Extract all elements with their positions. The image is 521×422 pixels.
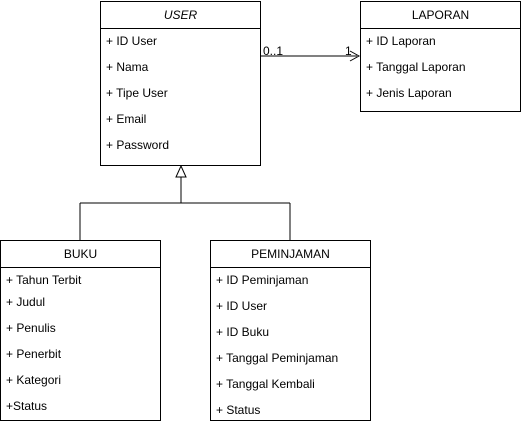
class-laporan-attribute: + Jenis Laporan: [366, 86, 452, 100]
class-user-attribute: + Nama: [106, 60, 149, 74]
class-buku-attribute: + Penerbit: [6, 347, 62, 361]
class-peminjaman-title: PEMINJAMAN: [211, 241, 370, 268]
multiplicity-source: 0..1: [263, 44, 284, 58]
class-peminjaman-attribute: + ID Buku: [216, 325, 270, 339]
class-user-attribute: + Password: [106, 138, 170, 152]
generalization-triangle: [175, 164, 187, 178]
class-laporan-attribute: + ID Laporan: [366, 34, 436, 48]
class-buku-attribute: + Tahun Terbit: [6, 273, 82, 287]
class-user-attribute: + ID User: [106, 34, 158, 48]
class-buku-attribute: + Penulis: [6, 321, 56, 335]
class-peminjaman-attribute: + Tanggal Peminjaman: [216, 351, 339, 365]
class-laporan-title: LAPORAN: [361, 2, 520, 29]
class-laporan[interactable]: LAPORAN + ID Laporan + Tanggal Laporan +…: [360, 1, 521, 112]
multiplicity-target: 1: [345, 44, 352, 58]
class-peminjaman[interactable]: PEMINJAMAN + ID Peminjaman + ID User + I…: [210, 240, 371, 421]
association-arrowhead: [349, 50, 361, 62]
class-user[interactable]: USER + ID User + Nama + Tipe User + Emai…: [100, 1, 261, 166]
class-user-attribute: + Email: [106, 112, 147, 126]
class-buku-title: BUKU: [1, 241, 160, 268]
class-peminjaman-attribute: + ID User: [216, 299, 268, 313]
class-laporan-attribute: + Tanggal Laporan: [366, 60, 466, 74]
class-buku-attribute: +Status: [6, 399, 48, 413]
class-user-title: USER: [101, 2, 260, 29]
class-buku-attribute: + Kategori: [6, 373, 62, 387]
class-peminjaman-attribute: + ID Peminjaman: [216, 273, 309, 287]
class-buku[interactable]: BUKU + Tahun Terbit + Judul + Penulis + …: [0, 240, 161, 421]
class-peminjaman-attribute: + Status: [216, 403, 261, 417]
class-user-attribute: + Tipe User: [106, 86, 168, 100]
class-buku-attribute: + Judul: [6, 295, 46, 309]
class-peminjaman-attribute: + Tanggal Kembali: [216, 377, 315, 391]
